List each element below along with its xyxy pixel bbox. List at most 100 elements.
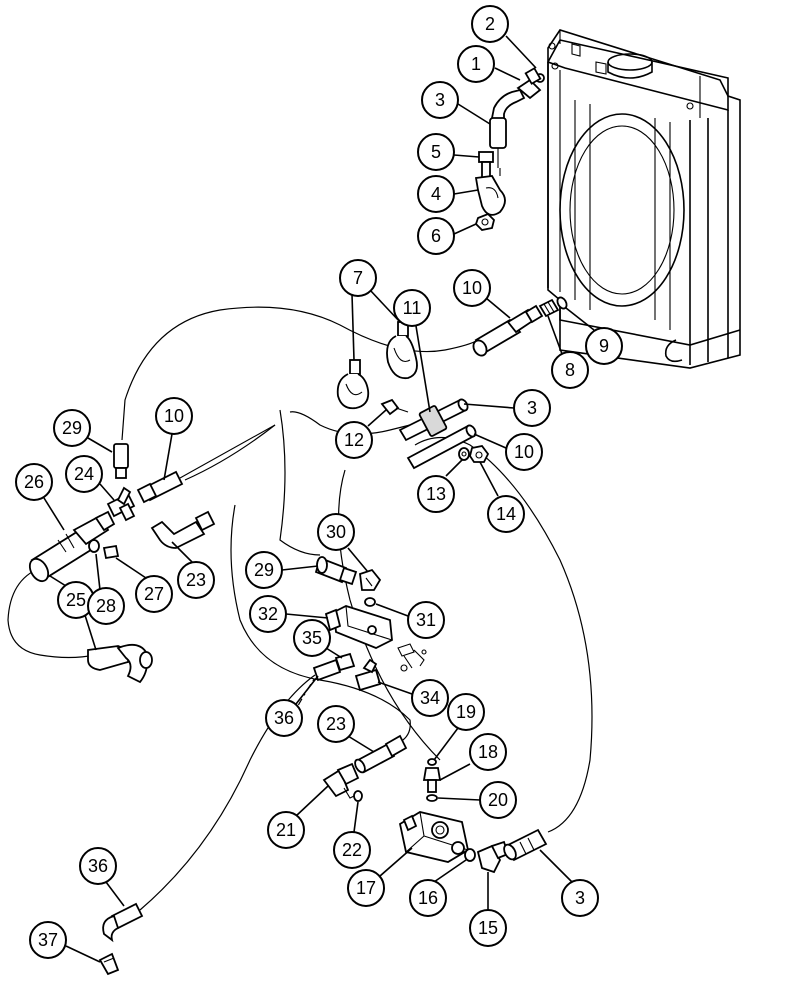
fitting-29-upper (113, 443, 129, 479)
svg-text:17: 17 (356, 878, 376, 898)
svg-text:29: 29 (62, 418, 82, 438)
callout-14: 14 (479, 461, 525, 533)
fitting-top-elbow (516, 67, 545, 100)
callout-18: 18 (439, 733, 507, 781)
callout-34: 34 (377, 679, 449, 717)
svg-text:3: 3 (527, 398, 537, 418)
valve-assembly-26 (28, 510, 116, 583)
svg-text:7: 7 (353, 268, 363, 288)
svg-text:14: 14 (496, 504, 516, 524)
svg-text:16: 16 (418, 888, 438, 908)
callout-26: 26 (15, 463, 65, 531)
callout-8: 8 (547, 315, 589, 389)
svg-text:6: 6 (431, 226, 441, 246)
tube-10-middle (406, 424, 477, 470)
svg-text:25: 25 (66, 590, 86, 610)
elbow-37 (98, 952, 120, 976)
strap-clamp-left (336, 359, 370, 410)
radiator-assembly (547, 29, 741, 369)
o-ring-31 (364, 597, 376, 607)
elbow-15 (476, 840, 510, 874)
callout-3-mid: 3 (463, 389, 551, 427)
callout-2: 2 (471, 5, 537, 69)
svg-text:5: 5 (431, 142, 441, 162)
hose-end-23-lower (354, 734, 408, 774)
svg-text:3: 3 (575, 888, 585, 908)
svg-text:37: 37 (38, 930, 58, 950)
hose-end-10-upper (472, 304, 544, 357)
tee-fitting-24 (106, 486, 136, 522)
nut-6 (474, 212, 495, 231)
callout-28: 28 (87, 553, 125, 625)
svg-text:29: 29 (254, 560, 274, 580)
svg-text:19: 19 (456, 702, 476, 722)
svg-text:36: 36 (88, 856, 108, 876)
svg-text:13: 13 (426, 484, 446, 504)
o-ring-22 (353, 790, 363, 802)
callout-29-mid: 29 (245, 551, 319, 589)
callout-11: 11 (393, 289, 431, 413)
svg-text:11: 11 (403, 298, 422, 318)
svg-text:12: 12 (344, 430, 364, 450)
svg-text:30: 30 (326, 522, 346, 542)
tube-3-middle (398, 398, 469, 442)
callout-24: 24 (65, 455, 115, 501)
callout-37: 37 (29, 921, 101, 963)
o-ring-16 (464, 848, 476, 862)
svg-text:9: 9 (599, 336, 609, 356)
elbow-23-upper (150, 510, 216, 549)
callout-20: 20 (437, 781, 517, 819)
callout-31: 31 (375, 601, 445, 639)
hose-end-25-lower (87, 643, 153, 684)
callout-29-upper: 29 (53, 409, 113, 453)
callout-30: 30 (317, 513, 369, 573)
svg-text:3: 3 (435, 90, 445, 110)
hose-fitting-upper (489, 88, 526, 176)
fitting-19-18-20 (422, 758, 442, 802)
callout-10-upper: 10 (453, 269, 511, 319)
callout-3-upper: 3 (421, 81, 491, 125)
svg-text:28: 28 (96, 596, 116, 616)
callout-36-mid: 36 (265, 675, 319, 737)
hose-end-3-lower (503, 828, 548, 862)
callout-16: 16 (409, 859, 467, 917)
elbow-21 (322, 762, 360, 799)
svg-text:23: 23 (326, 714, 346, 734)
svg-text:34: 34 (420, 688, 440, 708)
small-parts-cluster (397, 643, 427, 672)
adapter-8 (538, 298, 560, 318)
svg-text:10: 10 (514, 442, 534, 462)
callout-1: 1 (457, 45, 521, 83)
callout-3-lower: 3 (539, 849, 599, 917)
valve-block-32 (324, 605, 393, 649)
svg-text:22: 22 (342, 840, 362, 860)
svg-text:23: 23 (186, 570, 206, 590)
callout-7: 7 (339, 259, 401, 361)
elbow-30 (359, 568, 382, 591)
hose-lines (7, 306, 593, 911)
svg-text:4: 4 (431, 184, 441, 204)
svg-text:36: 36 (274, 708, 294, 728)
svg-text:8: 8 (565, 360, 575, 380)
o-ring-9 (556, 296, 568, 310)
svg-text:15: 15 (478, 918, 498, 938)
callout-35: 35 (293, 619, 343, 659)
callout-15: 15 (469, 872, 507, 947)
callout-32: 32 (249, 595, 329, 633)
callout-9: 9 (565, 307, 623, 365)
svg-text:1: 1 (471, 54, 481, 74)
callout-23-upper: 23 (171, 541, 215, 599)
callout-22: 22 (333, 801, 371, 869)
hose-end-10-left (136, 424, 276, 504)
nut-14 (469, 445, 490, 463)
callout-21: 21 (267, 785, 329, 849)
callout-4: 4 (417, 175, 479, 213)
hose-end-36-lower (102, 902, 144, 943)
callout-10-mid: 10 (473, 433, 543, 471)
tee-34 (354, 658, 382, 692)
svg-text:21: 21 (276, 820, 296, 840)
callout-5: 5 (417, 133, 480, 171)
svg-text:32: 32 (258, 604, 278, 624)
pump-17 (398, 811, 470, 863)
